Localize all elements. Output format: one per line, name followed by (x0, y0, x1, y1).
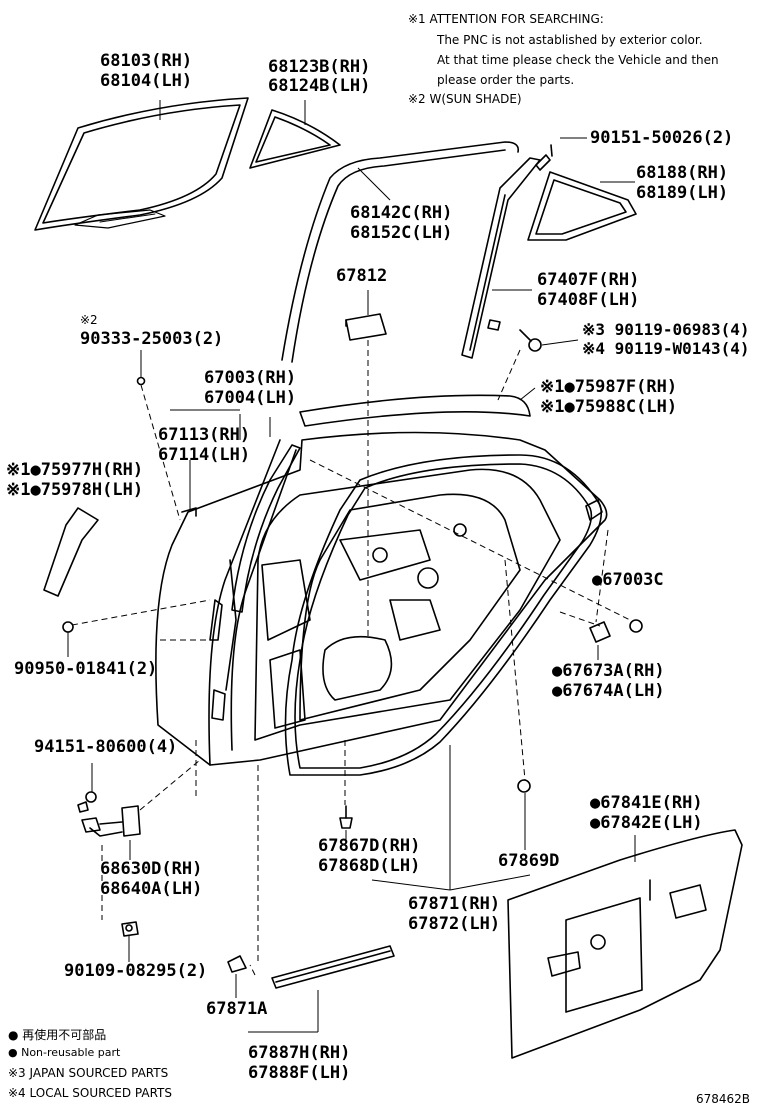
label-67673a: ●67673A(RH) (552, 661, 665, 681)
hinge-part (77, 791, 141, 837)
note-1-line-1: The PNC is not astablished by exterior c… (437, 33, 703, 47)
label-90119-a: ※3 90119-06983(4) (582, 320, 750, 339)
label-90333: 90333-25003(2) (80, 329, 224, 349)
division-bar-part (461, 157, 541, 359)
block-part (345, 313, 387, 341)
label-67871: 67871(RH) (408, 894, 501, 914)
label-90151: 90151-50026(2) (590, 128, 734, 148)
note-1-title: ※1 ATTENTION FOR SEARCHING: (408, 12, 604, 26)
label-68123b: 68123B(RH) (268, 57, 371, 77)
lower-moulding-part (271, 945, 395, 989)
leader-lines (67, 100, 636, 1033)
bolt-part (519, 329, 542, 352)
retainer-67673-part (589, 621, 611, 643)
label-75988c: ※1●75988C(LH) (540, 397, 678, 417)
label-67674a: ●67674A(LH) (552, 681, 665, 701)
label-68103: 68103(RH) (100, 51, 193, 71)
label-68640a: 68640A(LH) (100, 879, 203, 899)
guide-lines (71, 340, 631, 976)
label-67113: 67113(RH) (158, 425, 251, 445)
label-67841e: ●67841E(RH) (590, 793, 703, 813)
belt-moulding-part (299, 394, 531, 427)
screw-part (535, 144, 553, 171)
label-68630d: 68630D(RH) (100, 859, 203, 879)
legend-local-sourced: ※4 LOCAL SOURCED PARTS (8, 1086, 172, 1100)
label-68189: 68189(LH) (636, 183, 729, 203)
clip-67867-part (339, 805, 353, 829)
service-cover-part (507, 829, 743, 1059)
label-90333-note: ※2 (80, 313, 98, 327)
note-1-line-2: At that time please check the Vehicle an… (437, 53, 719, 67)
door-glass-part (34, 97, 249, 231)
clip-67003c-part (629, 619, 643, 633)
quarter-glass-part (249, 109, 341, 169)
label-67408f: 67408F(LH) (537, 290, 640, 310)
clip-67871a-part (227, 955, 247, 973)
label-94151: 94151-80600(4) (34, 737, 178, 757)
label-75977h: ※1●75977H(RH) (6, 460, 144, 480)
label-67842e: ●67842E(LH) (590, 813, 703, 833)
label-67003: 67003(RH) (204, 368, 297, 388)
clip-67869-part (517, 779, 531, 793)
hinge-bolt-part (121, 921, 139, 937)
label-67867d: 67867D(RH) (318, 836, 421, 856)
legend-non-reusable: ● Non-reusable part (8, 1046, 121, 1059)
label-90950: 90950-01841(2) (14, 659, 158, 679)
label-67868d: 67868D(LH) (318, 856, 421, 876)
quarter-window-part (527, 171, 637, 241)
legend-japan-sourced: ※3 JAPAN SOURCED PARTS (8, 1066, 169, 1080)
label-67407f: 67407F(RH) (537, 270, 640, 290)
label-75978h: ※1●75978H(LH) (6, 480, 144, 500)
weatherstrip-part (284, 454, 603, 776)
door-seal-part (231, 444, 301, 613)
diagram-code: 678462B (695, 1092, 750, 1106)
label-67114: 67114(LH) (158, 445, 251, 465)
door-panel-part (155, 431, 608, 766)
label-68104: 68104(LH) (100, 71, 193, 91)
label-68124b: 68124B(LH) (268, 76, 371, 96)
label-67872: 67872(LH) (408, 914, 501, 934)
label-68142c: 68142C(RH) (350, 203, 453, 223)
label-90109: 90109-08295(2) (64, 961, 208, 981)
note-1-line-3: please order the parts. (437, 73, 575, 87)
label-67003c: ●67003C (592, 570, 664, 590)
plug-part (136, 376, 146, 386)
label-68152c: 68152C(LH) (350, 223, 453, 243)
clip-part (62, 621, 74, 633)
label-67004: 67004(LH) (204, 388, 297, 408)
label-67871a: 67871A (206, 999, 268, 1019)
label-67887h: 67887H(RH) (248, 1043, 351, 1063)
legend-non-reusable-jp: ● 再使用不可部品 (8, 1028, 107, 1042)
label-67812: 67812 (336, 266, 388, 286)
label-68188: 68188(RH) (636, 163, 729, 183)
label-67869d: 67869D (498, 851, 560, 871)
label-75987f: ※1●75987F(RH) (540, 377, 678, 397)
note-2: ※2 W(SUN SHADE) (408, 92, 522, 106)
label-90119-b: ※4 90119-W0143(4) (582, 339, 750, 358)
run-channel-part (281, 141, 520, 363)
garnish-part (43, 507, 99, 597)
label-67888f: 67888F(LH) (248, 1063, 351, 1083)
